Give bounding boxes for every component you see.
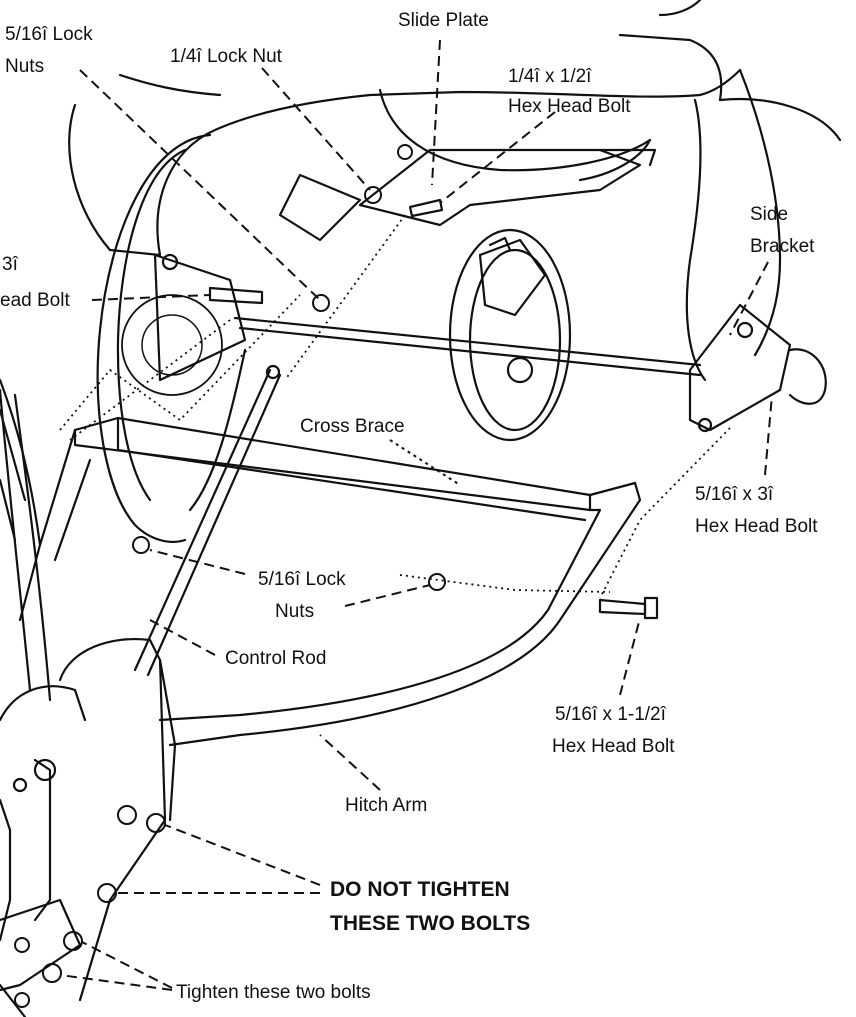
label-hex-bolt-112-1: 5/16î x 1-1/2î <box>555 704 667 725</box>
label-hex-bolt-3-2: Hex Head Bolt <box>695 516 818 537</box>
leader-tighten-a <box>81 941 173 989</box>
warning-line-1: DO NOT TIGHTEN <box>330 878 510 901</box>
label-left-bolt-1: 3î <box>2 254 19 275</box>
label-lock-nut-14: 1/4î Lock Nut <box>170 46 283 67</box>
leader-hex-bolt-112 <box>619 617 641 696</box>
leader-lines <box>59 39 773 991</box>
side-bracket <box>688 303 792 432</box>
caster-wheel <box>448 228 572 442</box>
leader-lock-nuts-mid-a <box>149 549 246 575</box>
left-hex-bolt <box>208 286 264 305</box>
slide-plate-assembly <box>278 148 657 242</box>
label-side-bracket-2: Bracket <box>750 236 815 257</box>
housing-top-arc <box>658 0 702 17</box>
leader-lock-nuts-mid-b <box>344 584 431 607</box>
leader-cross-brace <box>389 439 461 486</box>
leader-lock-nut-14 <box>261 67 371 191</box>
label-lock-nuts-top-1: 5/16î Lock <box>5 24 93 45</box>
left-bracket <box>153 253 247 382</box>
leader-lock-nuts-top <box>79 69 321 301</box>
leader-hex-bolt-3 <box>764 394 773 476</box>
label-tighten-note: Tighten these two bolts <box>176 982 371 1003</box>
cross-brace <box>73 416 642 747</box>
label-cross-brace: Cross Brace <box>300 416 405 437</box>
leader-warn-a <box>164 824 321 886</box>
leader-hex-bolt-14 <box>439 111 556 204</box>
tire <box>96 133 247 543</box>
label-left-bolt-2: ead Bolt <box>0 290 70 311</box>
hex-bolt-1-1-2 <box>598 598 647 616</box>
label-hex-bolt-112-2: Hex Head Bolt <box>552 736 675 757</box>
label-hex-bolt-3-1: 5/16î x 3î <box>695 484 774 505</box>
label-lock-nuts-top-2: Nuts <box>5 56 44 77</box>
label-hex-bolt-14-2: Hex Head Bolt <box>508 96 631 117</box>
label-side-bracket-1: Side <box>750 204 788 225</box>
axle <box>233 316 702 377</box>
hex-nuts <box>14 144 446 1008</box>
leader-hitch-arm <box>319 734 381 791</box>
leader-slide-plate <box>431 39 441 186</box>
label-lock-nuts-mid-1: 5/16î Lock <box>258 569 346 590</box>
frame-left <box>0 378 92 622</box>
label-hex-bolt-14-1: 1/4î x 1/2î <box>508 66 592 87</box>
dotted-guides <box>59 214 731 599</box>
leader-left-bolt <box>91 294 211 301</box>
label-slide-plate: Slide Plate <box>398 10 489 31</box>
tiller-housing <box>68 33 842 382</box>
leader-side-bracket <box>729 261 769 336</box>
label-control-rod: Control Rod <box>225 648 326 669</box>
handle-tube <box>0 388 52 702</box>
label-lock-nuts-mid-2: Nuts <box>275 601 314 622</box>
left-bracket-nut <box>161 253 179 271</box>
warning-line-2: THESE TWO BOLTS <box>330 912 530 935</box>
label-hitch-arm: Hitch Arm <box>345 795 427 816</box>
control-rod <box>133 368 282 677</box>
leader-tighten-b <box>59 974 173 991</box>
leader-control-rod <box>149 619 216 656</box>
